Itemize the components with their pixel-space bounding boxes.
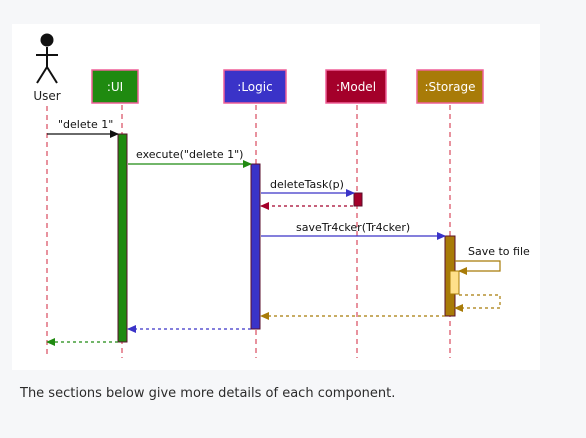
participant-ui-box [91,69,139,104]
participant-user-label: User [33,89,60,103]
user-actor-icon [36,33,58,84]
message-delete-command-label: "delete 1" [58,118,113,131]
participant-logic-box [223,69,287,104]
ui-activation-bar [117,133,128,343]
message-delete-task-label: deleteTask(p) [270,178,344,191]
participant-storage-box [416,69,484,104]
participant-model-label: :Model [336,80,376,94]
participant-storage-label: :Storage [425,80,476,94]
message-save-to-file-return-arrow [454,294,501,312]
message-save-tracker-label: saveTr4cker(Tr4cker) [296,221,410,234]
component-details-caption: The sections below give more details of … [20,386,396,401]
logic-activation-bar [250,163,261,330]
sequence-diagram-card: User :UI :Logic :Model :Storage [12,24,540,370]
sequence-diagram: User :UI :Logic :Model :Storage [33,33,530,358]
participant-ui-label: :UI [107,80,123,94]
message-save-to-file-arrow [455,260,501,275]
participant-model-box [325,69,387,104]
message-save-to-file-label: Save to file [468,245,530,258]
model-activation-bar [353,192,363,207]
message-execute-label: execute("delete 1") [136,148,243,161]
participant-logic-label: :Logic [237,80,272,94]
storage-self-activation-bar [449,270,460,295]
